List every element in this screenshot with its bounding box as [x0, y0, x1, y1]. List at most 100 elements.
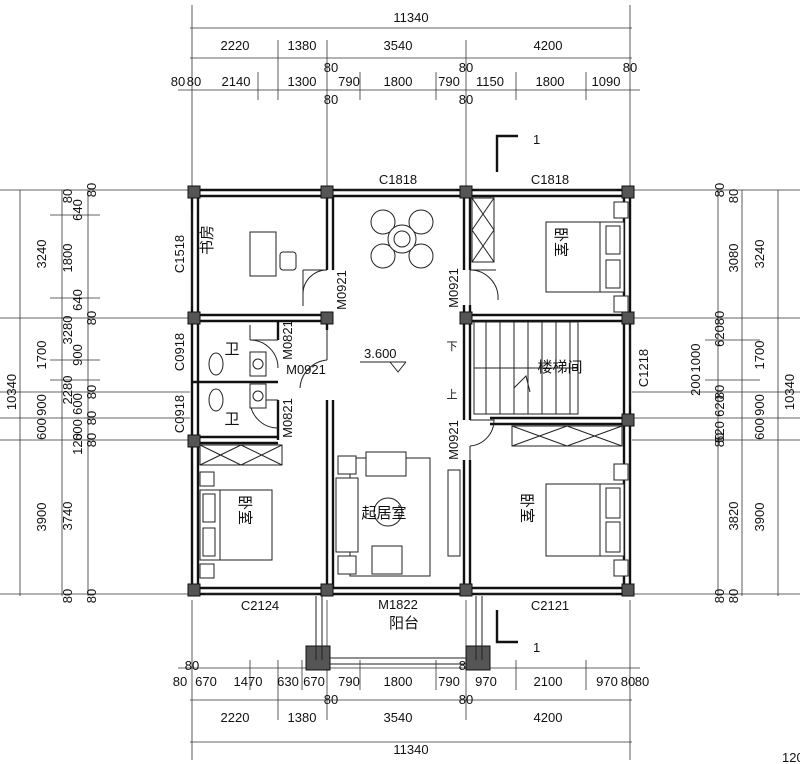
dimensions-bottom: 80 80 670 1470 630 670 790 1800 790 80 9…: [173, 658, 800, 764]
bottom-row1-dim: 970: [596, 674, 618, 689]
structural-columns: [187, 185, 635, 671]
left-col2-dim: 3280: [60, 316, 75, 345]
top-row2-sub-dim: 80: [459, 92, 473, 107]
room-label-study: 书房: [198, 225, 216, 255]
section-markers: 1 1: [495, 132, 540, 655]
left-col2-dim: 80: [60, 589, 75, 603]
top-row2-dim: 1150: [476, 74, 504, 89]
right-col1-dim: 900: [752, 394, 767, 416]
top-row2-dim: 80: [459, 60, 473, 75]
wardrobes: [199, 197, 623, 466]
left-col2-dim: 3740: [60, 502, 75, 531]
top-row2-dim: 1090: [592, 74, 621, 89]
bottom-row1-dim: 670: [195, 674, 217, 689]
window-label-c2124: C2124: [241, 598, 279, 613]
corner-tag: 120: [782, 750, 800, 764]
right-col2-dim: 3080: [726, 244, 741, 273]
right-col3-dim: 620: [712, 325, 727, 347]
bottom-overall-dim: 11340: [393, 742, 428, 757]
room-label-bedroom-bottom-right: 卧室: [518, 493, 536, 523]
beds: [199, 201, 629, 579]
left-col2-dim: 2280: [60, 376, 75, 405]
door-label-m0821-a: M0821: [280, 320, 295, 360]
elevation-marker: 3.600: [360, 346, 407, 373]
bottom-row1-dim: 790: [438, 674, 460, 689]
window-label-c1818-right: C1818: [531, 172, 569, 187]
room-label-bedroom-left: 卧室: [236, 495, 254, 525]
room-label-balcony: 阳台: [389, 614, 419, 632]
room-label-stairwell: 楼梯间: [537, 358, 582, 376]
left-col3-dim: 640: [70, 289, 85, 311]
left-col1-dim: 3900: [34, 503, 49, 532]
top-row1-dim: 1380: [288, 38, 317, 53]
top-row2-dim: 80: [623, 60, 637, 75]
top-row2-dim: 80: [171, 74, 185, 89]
left-col3-dim: 80: [84, 433, 99, 447]
window-label-c0918-top: C0918: [172, 333, 187, 371]
study-desk: [249, 231, 297, 277]
room-label-bath-top: 卫: [224, 340, 239, 358]
bottom-row1-dim: 1470: [234, 674, 263, 689]
top-row2-dim: 790: [438, 74, 460, 89]
bottom-row1-sub-dim: 80: [324, 692, 338, 707]
left-col3-dim: 120: [70, 433, 85, 455]
left-col3-dim: 80: [84, 311, 99, 325]
top-row2-dim: 1300: [288, 74, 317, 89]
window-label-c1518: C1518: [172, 235, 187, 273]
staircase: [473, 321, 579, 415]
left-col3-dim: 640: [70, 199, 85, 221]
right-col2-dim: 200: [688, 374, 703, 396]
left-col3-dim: 600: [70, 419, 85, 441]
top-row1-dim: 3540: [384, 38, 413, 53]
top-row2-dim: 2140: [222, 74, 251, 89]
bottom-row2-dim: 1380: [288, 710, 317, 725]
dimensions-right: 10340 3240 1700 900 600 3900 80 3080 100…: [688, 183, 797, 603]
right-col2-dim: 80: [726, 189, 741, 203]
room-label-bedroom-top-right: 卧室: [552, 227, 570, 257]
right-col2-dim: 80: [726, 589, 741, 603]
bath-fixtures: [208, 351, 267, 412]
bottom-row2-dim: 3540: [384, 710, 413, 725]
bottom-row1-dim: 80: [635, 674, 649, 689]
left-col1-dim: 600: [34, 418, 49, 440]
door-labels: M0921 M0921 M0821 M0921 M0821 M0921 M182…: [280, 268, 461, 612]
left-col3-dim: 80: [84, 589, 99, 603]
left-col2-dim: 1800: [60, 244, 75, 273]
bottom-row2-dim: 2220: [221, 710, 250, 725]
window-label-c0918-bottom: C0918: [172, 395, 187, 433]
right-col1-dim: 600: [752, 418, 767, 440]
right-col3-dim: 80: [712, 311, 727, 325]
right-col3-dim: 520: [712, 421, 727, 443]
section-top-label: 1: [533, 132, 540, 147]
stair-down-label: 下: [447, 340, 458, 353]
door-label-m0921-a: M0921: [334, 270, 349, 310]
door-swings: [249, 269, 499, 460]
top-row1-dim: 2220: [221, 38, 250, 53]
top-row2-dim: 1800: [384, 74, 413, 89]
left-col3-dim: 600: [70, 393, 85, 415]
right-col3-dim: 80: [712, 589, 727, 603]
bottom-row1-dim: 630: [277, 674, 299, 689]
room-label-bath-bottom: 卫: [224, 410, 239, 428]
right-col1-dim: 1700: [752, 341, 767, 370]
bottom-row1-dim: 1800: [384, 674, 413, 689]
top-row2-dim: 790: [338, 74, 360, 89]
left-col3-dim: 80: [84, 411, 99, 425]
door-label-m0921-d: M0921: [446, 420, 461, 460]
bottom-row1-dim: 970: [475, 674, 497, 689]
room-labels: 书房 卫 卫 卧室 卧室 卧室 楼梯间 起居室 阳台 下 上: [198, 225, 583, 632]
bottom-row1-dim: 80: [173, 674, 187, 689]
section-bottom-label: 1: [533, 640, 540, 655]
right-col1-dim: 3900: [752, 503, 767, 532]
bottom-row1-dim: 80: [185, 658, 199, 673]
right-col1-dim: 3240: [752, 240, 767, 269]
bottom-row1-dim: 790: [338, 674, 360, 689]
left-col1-dim: 1700: [34, 341, 49, 370]
door-label-m0821-b: M0821: [280, 398, 295, 438]
window-label-c2121: C2121: [531, 598, 569, 613]
right-outer-dim: 10340: [782, 374, 797, 410]
elevation-label: 3.600: [364, 346, 397, 361]
window-labels: C1818 C1818 C1518 C0918 C0918 C1218 C212…: [172, 172, 651, 613]
top-row2-dim: 80: [324, 60, 338, 75]
